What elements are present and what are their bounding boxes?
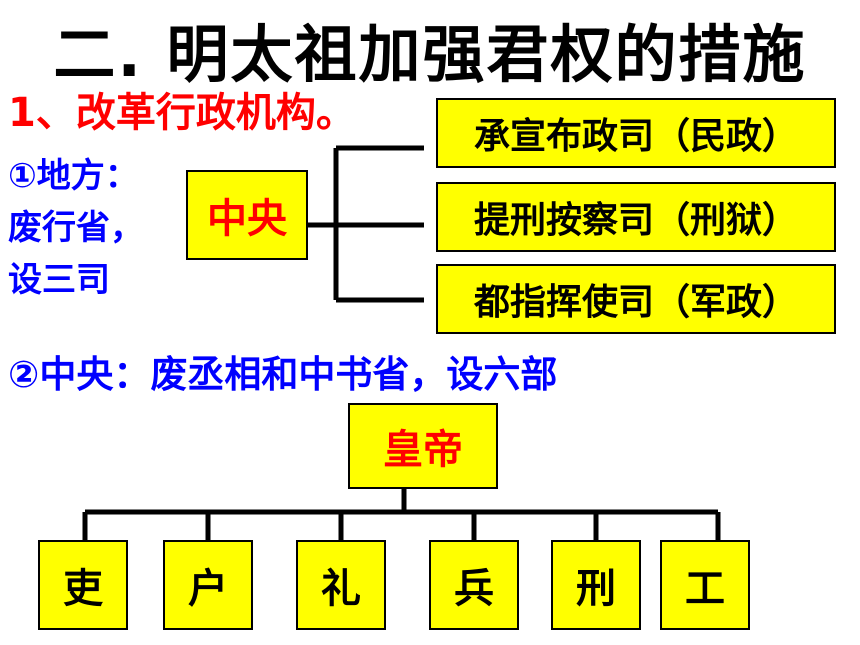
section-heading: 1、改革行政机构。 [8,90,356,136]
office-box-military: 都指挥使司（军政） [436,264,836,334]
department-box-works: 工 [660,540,750,630]
central-reform-label: ②中央：废丞相和中书省，设六部 [8,353,558,396]
local-reform-label: ①地方： 废行省， 设三司 [8,156,144,300]
office-box-judicial: 提刑按察司（刑狱） [436,182,836,252]
page-title: 二. 明太祖加强君权的措施 [53,18,807,91]
department-box-rites: 礼 [296,540,386,630]
office-box-civil: 承宣布政司（民政） [436,98,836,168]
department-box-war: 兵 [429,540,519,630]
department-box-revenue: 户 [163,540,253,630]
department-box-personnel: 吏 [38,540,128,630]
emperor-box: 皇帝 [348,403,498,489]
department-box-justice: 刑 [551,540,641,630]
central-box: 中央 [186,170,308,260]
